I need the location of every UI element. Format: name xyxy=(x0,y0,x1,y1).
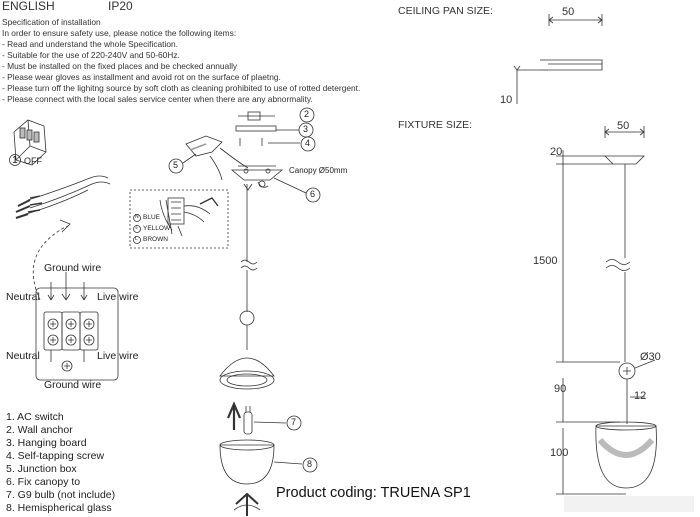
part-item: 7. G9 bulb (not include) xyxy=(6,489,116,501)
canopy-label: Canopy Ø50mm xyxy=(289,166,348,175)
fixture-drawing xyxy=(556,126,657,495)
inset-brown: BROWN xyxy=(143,236,168,243)
inset-key-y: ⏚ xyxy=(134,225,140,231)
hanging-parts-drawing xyxy=(235,107,316,152)
dashed-arrow xyxy=(32,225,69,301)
rotate-arrow xyxy=(243,183,253,191)
part-item: 8. Hemispherical glass xyxy=(6,502,112,514)
part-item: 2. Wall anchor xyxy=(6,424,73,436)
wiring-inset-drawing xyxy=(129,189,229,249)
ac-switch-drawing xyxy=(9,119,47,166)
fixture-title: FIXTURE SIZE: xyxy=(398,119,473,131)
ip-rating: IP20 xyxy=(108,0,133,13)
watermark-band xyxy=(564,496,694,512)
spec-line: - Please turn off the lighitng source by… xyxy=(2,83,361,93)
callout-4: 4 xyxy=(305,138,311,148)
part-item: 3. Hanging board xyxy=(6,437,87,449)
pendant-assembly-drawing xyxy=(219,165,321,516)
fixture-canopy-height: 20 xyxy=(550,146,563,158)
spec-line: - Please wear gloves as installment and … xyxy=(2,72,281,82)
fixture-ball-diameter: Ø30 xyxy=(640,351,661,363)
spec-line: In order to ensure safety use, please no… xyxy=(2,28,237,38)
spec-line: - Must be installed on the fixed places … xyxy=(2,61,238,71)
ground-wire-bottom-label: Ground wire xyxy=(44,379,102,391)
part-item: 5. Junction box xyxy=(6,463,77,475)
junction-box-drawing xyxy=(168,135,249,181)
inset-key-n: N xyxy=(135,214,139,220)
ceiling-pan-width: 50 xyxy=(562,6,575,18)
inset-blue: BLUE xyxy=(143,214,160,221)
part-item: 6. Fix canopy to xyxy=(6,476,81,488)
switch-off-label: OFF xyxy=(24,156,42,166)
callout-8: 8 xyxy=(307,459,313,469)
live-wire-bottom-label: Live wire xyxy=(97,350,139,362)
callout-3: 3 xyxy=(303,124,309,134)
live-wire-top-label: Live wire xyxy=(97,291,139,303)
neutral-bottom-label: Neutral xyxy=(6,350,40,362)
spec-line: - Suitable for the use of 220-240V and 5… xyxy=(2,50,180,60)
wire-bundle-drawing xyxy=(15,175,111,219)
language-label: ENGLISH xyxy=(2,0,55,13)
ground-wire-top-label: Ground wire xyxy=(44,262,102,274)
fixture-length: 1500 xyxy=(533,255,558,267)
fixture-h12: 12 xyxy=(634,390,647,402)
fixture-h90: 90 xyxy=(554,383,567,395)
ceiling-pan-height: 10 xyxy=(500,94,513,106)
ceiling-pan-drawing xyxy=(513,14,603,104)
fixture-h100: 100 xyxy=(550,447,569,459)
arrow-head xyxy=(59,219,71,233)
fixture-top-width: 50 xyxy=(617,120,630,132)
part-item: 4. Self-tapping screw xyxy=(6,450,105,462)
product-coding: Product coding: TRUENA SP1 xyxy=(276,485,471,501)
inset-yellow: YELLOW xyxy=(143,225,171,232)
inset-key-b: L xyxy=(135,236,138,242)
spec-line: - Please connect with the local sales se… xyxy=(2,94,313,104)
callout-2: 2 xyxy=(304,109,310,119)
callout-7: 7 xyxy=(291,417,297,427)
part-item: 1. AC switch xyxy=(6,411,64,423)
callout-6: 6 xyxy=(310,189,316,199)
neutral-top-label: Neutral xyxy=(6,291,40,303)
callout-5: 5 xyxy=(173,160,179,170)
ceiling-pan-title: CEILING PAN SIZE: xyxy=(398,5,493,17)
spec-line: - Read and understand the whole Specific… xyxy=(2,39,178,49)
spec-title: Specification of installation xyxy=(2,17,101,27)
terminal-block-drawing xyxy=(35,272,119,381)
switch-step-number: 1 xyxy=(12,154,18,166)
